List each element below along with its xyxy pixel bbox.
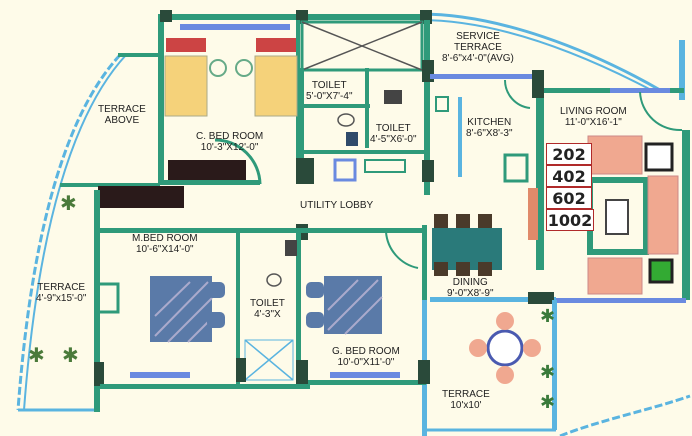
toilet-1-size: 5'-0"X7'-4" <box>306 91 353 102</box>
left-curved-glass <box>16 53 122 411</box>
label-m-bed-room: M.BED ROOM 10'-6"X14'-0" <box>132 233 198 255</box>
unit-number-202: 202 <box>546 143 592 165</box>
g-bed-room-size: 10'-0"X11'-0" <box>337 357 395 368</box>
m-bed-room-size: 10'-6"X14'-0" <box>135 244 194 255</box>
label-kitchen: KITCHEN 8'-6"X8'-3" <box>466 117 513 139</box>
unit-number-402: 402 <box>546 165 592 187</box>
terrace-left-size: 4'-9"x15'-0" <box>36 293 87 304</box>
svg-text:✱: ✱ <box>28 345 45 367</box>
service-terrace-line2: TERRACE <box>454 42 502 53</box>
label-toilet-2: TOILET 4'-5"X6'-0" <box>370 123 417 145</box>
label-toilet-1: TOILET 5'-0"X7'-4" <box>306 80 353 102</box>
terrace-above-line2: ABOVE <box>104 115 140 126</box>
svg-text:✱: ✱ <box>540 306 555 326</box>
dining-size: 9'-0"X8'-9" <box>447 288 494 299</box>
label-c-bed-room: C. BED ROOM 10'-3"X12'-0" <box>196 131 263 153</box>
svg-text:✱: ✱ <box>540 362 555 382</box>
service-terrace-size: 8'-6"x4'-0"(AVG) <box>442 53 514 64</box>
dining-name: DINING <box>452 277 488 288</box>
terrace-bottom-name: TERRACE <box>442 389 490 400</box>
c-bed-room-size: 10'-3"X12'-0" <box>200 142 259 153</box>
sofa-right <box>647 175 679 255</box>
living-room-size: 11'-0"X16'-1" <box>564 117 622 128</box>
svg-text:✱: ✱ <box>540 392 555 412</box>
label-utility-lobby: UTILITY LOBBY <box>300 200 373 211</box>
living-room-name: LIVING ROOM <box>560 106 627 117</box>
label-living-room: LIVING ROOM 11'-0"X16'-1" <box>560 106 627 128</box>
top-curved-glass <box>419 12 661 92</box>
service-terrace-line1: SERVICE <box>456 31 500 42</box>
g-bed-room-name: G. BED ROOM <box>332 346 400 357</box>
bed-right <box>254 55 298 117</box>
kitchen-size: 8'-6"X8'-3" <box>466 128 513 139</box>
label-terrace-bottom: TERRACE 10'x10' <box>442 389 490 411</box>
label-service-terrace: SERVICE TERRACE 8'-6"x4'-0"(AVG) <box>442 31 514 64</box>
terrace-bottom-size: 10'x10' <box>450 400 482 411</box>
toilet-3-name: TOILET <box>250 298 285 309</box>
sofa-bottom <box>587 257 643 295</box>
toilet-2-size: 4'-5"X6'-0" <box>370 134 417 145</box>
toilet-3-size: 4'-3"X <box>254 309 281 320</box>
wardrobe-c-bed <box>168 160 246 180</box>
c-bed-room-name: C. BED ROOM <box>196 131 264 142</box>
toilet-1-name: TOILET <box>311 80 347 91</box>
unit-number-1002: 1002 <box>546 209 594 231</box>
label-terrace-left: TERRACE 4'-9"x15'-0" <box>36 282 86 304</box>
kitchen-name: KITCHEN <box>467 117 512 128</box>
m-bed-room-name: M.BED ROOM <box>132 233 198 244</box>
label-toilet-3: TOILET 4'-3"X <box>250 298 285 320</box>
utility-lobby-name: UTILITY LOBBY <box>300 200 374 211</box>
label-dining: DINING 9'-0"X8'-9" <box>447 277 494 299</box>
label-terrace-above: TERRACE ABOVE <box>98 104 146 126</box>
label-g-bed-room: G. BED ROOM 10'-0"X11'-0" <box>332 346 400 368</box>
unit-number-602: 602 <box>546 187 592 209</box>
svg-text:✱: ✱ <box>62 345 79 367</box>
toilet-2-name: TOILET <box>375 123 411 134</box>
round-table <box>486 329 524 367</box>
terrace-left-name: TERRACE <box>37 282 86 293</box>
svg-text:✱: ✱ <box>60 193 77 215</box>
bottom-curved-glass <box>559 394 691 436</box>
bed-left <box>164 55 208 117</box>
terrace-above-line1: TERRACE <box>98 104 146 115</box>
sofa-top <box>587 135 643 175</box>
